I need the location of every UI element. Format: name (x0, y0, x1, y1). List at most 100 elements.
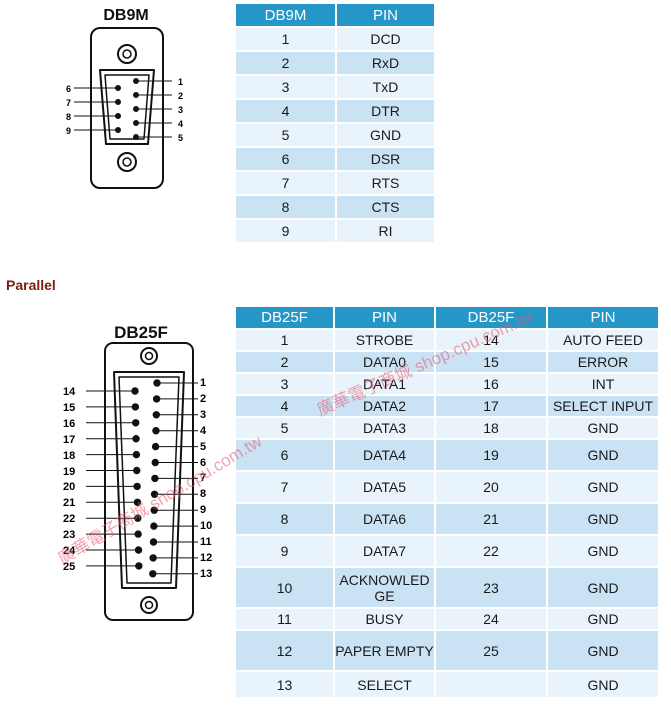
column-header: PIN (548, 307, 658, 328)
pin-number-cell: 4 (236, 100, 335, 122)
pin-number-cell: 1 (236, 28, 335, 50)
table-header-row: DB25F PIN DB25F PIN (236, 307, 658, 328)
pin-number-cell: 18 (436, 418, 546, 438)
pin-number-cell: 6 (236, 440, 333, 470)
signal-name-cell: GND (548, 631, 658, 670)
db25-connector-diagram (86, 342, 198, 621)
signal-name-cell: BUSY (335, 609, 434, 629)
pin-number-cell: 19 (436, 440, 546, 470)
pin-label: 22 (63, 513, 76, 526)
db9-connector-diagram (74, 27, 172, 189)
pin-label: 2 (200, 392, 207, 405)
pin-number-cell: 8 (236, 504, 333, 534)
signal-name-cell: GND (548, 418, 658, 438)
pin-label: 11 (200, 536, 212, 549)
pin-label: 10 (200, 520, 213, 533)
pin-label: 4 (200, 424, 207, 437)
pin-number-cell: 22 (436, 536, 546, 566)
pin-number-cell: 23 (436, 568, 546, 607)
pin-label: 18 (63, 449, 76, 462)
pin-number-cell: 6 (236, 148, 335, 170)
table-header-row: DB9M PIN (236, 4, 434, 26)
pin-number-cell: 5 (236, 124, 335, 146)
pin-number-cell: 24 (436, 609, 546, 629)
db9-connector-title: DB9M (103, 7, 149, 24)
pin-label: 19 (63, 465, 76, 478)
pin-label: 8 (66, 112, 72, 122)
column-header: DB9M (236, 4, 335, 26)
pin-number-cell: 2 (236, 52, 335, 74)
pin-label: 5 (178, 133, 184, 143)
pin-number-cell: 15 (436, 352, 546, 372)
pin-label: 15 (63, 401, 76, 414)
pin-number-cell: 21 (436, 504, 546, 534)
pin-number-cell: 3 (236, 374, 333, 394)
pin-label: 16 (63, 417, 76, 430)
signal-name-cell: CTS (337, 196, 434, 218)
db25-right-pin-labels: 1 2 3 4 5 6 7 8 9 10 11 12 13 (200, 376, 212, 583)
signal-name-cell: TxD (337, 76, 434, 98)
pin-label: 5 (200, 440, 207, 453)
signal-name-cell: GND (337, 124, 434, 146)
signal-name-cell: GND (548, 536, 658, 566)
pin-number-cell: 4 (236, 396, 333, 416)
signal-name-cell: SELECT (335, 672, 434, 697)
signal-name-cell: DSR (337, 148, 434, 170)
signal-name-cell: RI (337, 220, 434, 242)
pin-number-cell: 9 (236, 220, 335, 242)
pin-number-cell: 17 (436, 396, 546, 416)
db25-left-pin-labels: 14 15 16 17 18 19 20 21 22 23 24 25 (63, 385, 75, 576)
pin-number-cell: 14 (436, 330, 546, 350)
pin-number-cell: 8 (236, 196, 335, 218)
pin-label: 14 (63, 386, 76, 398)
signal-name-cell: ERROR (548, 352, 658, 372)
column-header: PIN (337, 4, 434, 26)
pin-number-cell: 7 (236, 172, 335, 194)
pin-label: 1 (200, 377, 207, 389)
pin-label: 3 (200, 408, 207, 421)
pin-number-cell: 16 (436, 374, 546, 394)
pin-number-cell: 7 (236, 472, 333, 502)
signal-name-cell: DATA6 (335, 504, 434, 534)
signal-name-cell: DATA2 (335, 396, 434, 416)
pin-number-cell: 12 (236, 631, 333, 670)
pin-label: 25 (63, 560, 76, 573)
pin-label: 7 (66, 98, 72, 108)
pin-label: 6 (200, 456, 207, 469)
column-header: PIN (335, 307, 434, 328)
signal-name-cell: PAPER EMPTY (335, 631, 434, 670)
pin-label: 1 (178, 77, 184, 87)
signal-name-cell: DATA5 (335, 472, 434, 502)
pin-label: 21 (63, 497, 76, 510)
signal-name-cell: GND (548, 504, 658, 534)
pin-label: 6 (66, 84, 72, 94)
pin-label: 4 (178, 119, 184, 129)
pin-number-cell: 20 (436, 472, 546, 502)
pin-label: 9 (66, 126, 72, 136)
pin-number-cell: 1 (236, 330, 333, 350)
pin-label: 3 (178, 105, 184, 115)
signal-name-cell: RTS (337, 172, 434, 194)
signal-name-cell: DATA3 (335, 418, 434, 438)
db9-left-pin-labels: 6 7 8 9 (66, 82, 71, 138)
column-header: DB25F (436, 307, 546, 328)
pin-label: 13 (200, 567, 213, 580)
signal-name-cell: ACKNOWLED GE (335, 568, 434, 607)
